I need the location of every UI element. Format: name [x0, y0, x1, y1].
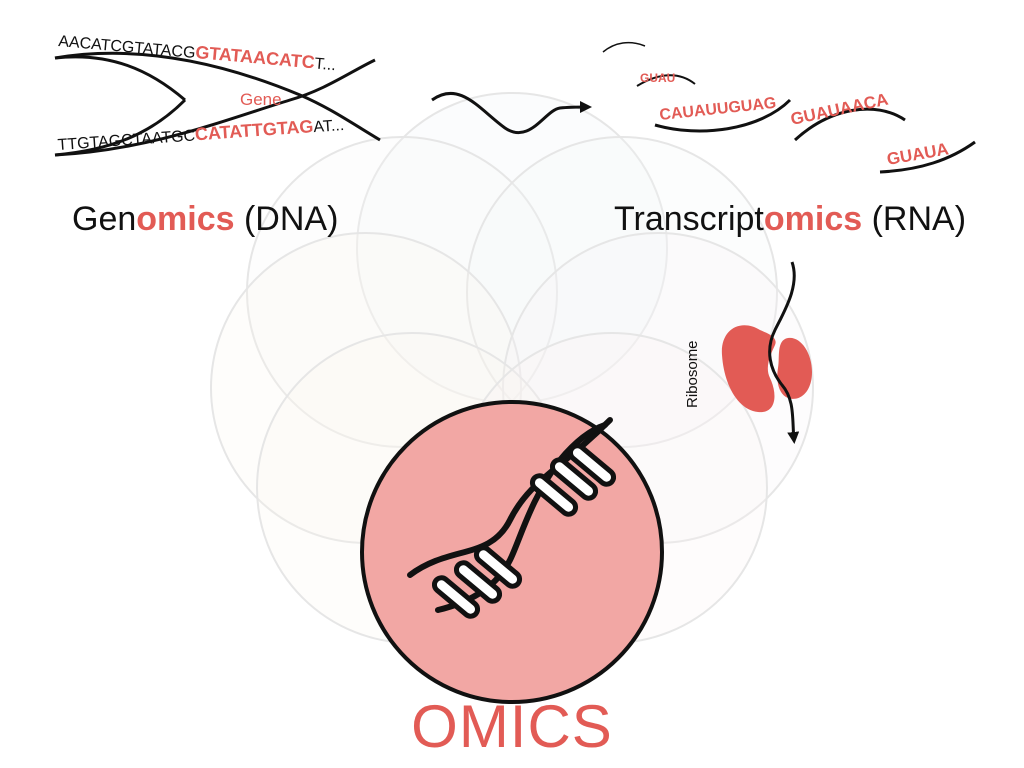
helix-rung [473, 545, 523, 589]
rna-fragment-4: GUAUA [885, 139, 950, 169]
bg-circle-upper-right [466, 136, 778, 448]
bg-circle-upper-left [246, 136, 558, 448]
dna-top-strand-left [54, 55, 186, 102]
rna-arc-4 [879, 140, 976, 174]
dna-double-helix-icon [407, 417, 617, 619]
ribosome-label: Ribosome [684, 340, 701, 408]
ribosome-icon: Ribosome [684, 261, 812, 444]
helix-rung [453, 560, 503, 604]
dna-top-sequence: AACATCGTATACGGTATAACATCT... [58, 30, 337, 74]
rna-arc-3 [793, 107, 906, 142]
helix-rung [549, 457, 599, 501]
dna-bottom-sequence: TTGTAGCTAATGCCATATTGTAGAT... [57, 114, 345, 154]
wavy-arrow-icon [431, 92, 592, 135]
helix-rung [431, 575, 481, 619]
omics-center-circle [360, 400, 664, 704]
dna-bottom-strand-left [54, 98, 187, 157]
rna-arc-1 [636, 74, 696, 87]
rna-arc-0 [602, 41, 646, 53]
transcriptomics-label: Transcriptomics (RNA) [614, 200, 967, 238]
helix-rungs [431, 443, 617, 619]
ribosome-large-subunit [721, 325, 776, 413]
rna-arc-2 [654, 98, 792, 133]
dna-bottom-strand [54, 58, 376, 157]
ribosome-small-subunit [777, 337, 812, 399]
mrna-strand [768, 261, 800, 444]
gene-label: Gene [240, 90, 282, 109]
dna-top-strand [54, 51, 381, 142]
omics-title: OMICS [411, 693, 613, 760]
rna-fragment-1: GUAU [640, 71, 675, 85]
helix-rung [567, 443, 617, 487]
dna-double-strand: AACATCGTATACGGTATAACATCT... TTGTAGCTAATG… [54, 30, 381, 157]
rna-fragment-3: GUAUAACA [789, 90, 890, 129]
helix-rung [529, 473, 579, 517]
genomics-label: Genomics (DNA) [72, 200, 339, 238]
